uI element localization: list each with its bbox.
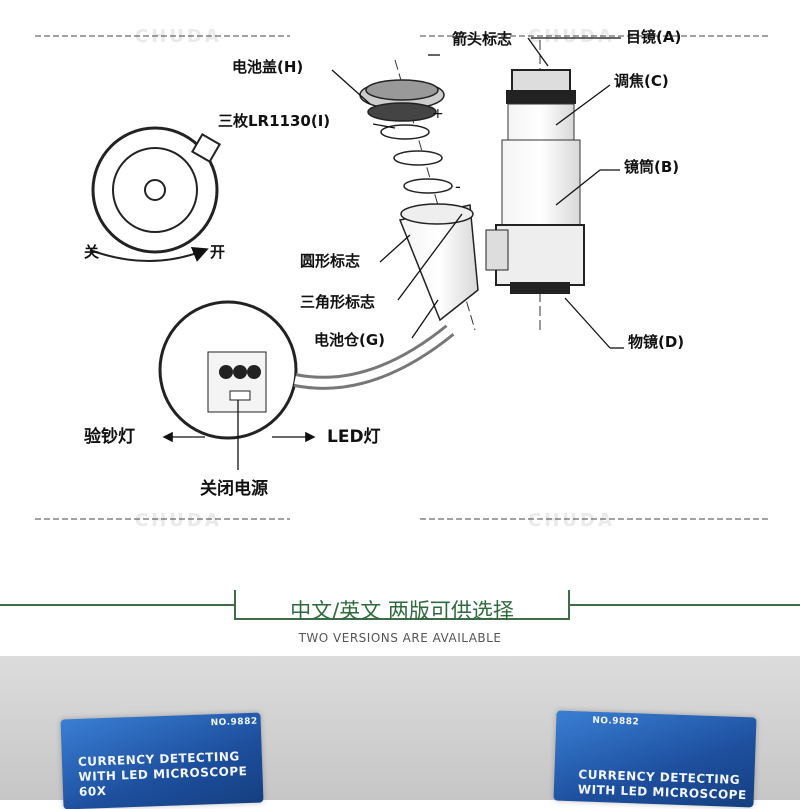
- box-model: NO.9882: [592, 715, 640, 728]
- label-circle-mark: 圆形标志: [300, 252, 361, 270]
- label-power-off: 关闭电源: [200, 479, 268, 499]
- label-open: 开: [210, 243, 226, 261]
- product-box-right: NO.9882 CURRENCY DETECTING WITH LED MICR…: [553, 710, 757, 808]
- box-model: NO.9882: [210, 716, 258, 729]
- label-led-light: LED灯: [327, 427, 381, 447]
- label-close: 关: [84, 243, 100, 261]
- plus-sign: +: [432, 106, 444, 122]
- battery-stack: [359, 59, 479, 331]
- label-objective: 物镜(D): [628, 333, 685, 351]
- watermark: CHUDA: [135, 510, 222, 531]
- product-box-left: NO.9882 CURRENCY DETECTING WITH LED MICR…: [60, 712, 264, 809]
- diagram-drawing: + -: [35, 35, 770, 520]
- minus-sign: -: [455, 177, 461, 196]
- label-batteries: 三枚LR1130(I): [218, 112, 331, 130]
- product-photo: NO.9882 CURRENCY DETECTING WITH LED MICR…: [0, 656, 800, 809]
- label-focus: 调焦(C): [614, 72, 669, 90]
- label-uv-light: 验钞灯: [84, 427, 135, 447]
- power-dial: [89, 126, 222, 262]
- label-barrel: 镜筒(B): [624, 158, 680, 176]
- label-battery-compartment: 电池仓(G): [314, 331, 386, 349]
- banner-subtitle: TWO VERSIONS ARE AVAILABLE: [298, 631, 502, 645]
- label-arrow-mark: 箭头标志: [452, 30, 513, 48]
- box-line-3: 60X: [78, 783, 107, 799]
- label-battery-cover: 电池盖(H): [232, 58, 304, 76]
- watermark: CHUDA: [528, 510, 615, 531]
- watermark: CHUDA: [135, 26, 222, 47]
- microscope-body: [485, 40, 585, 330]
- banner-frame: [234, 590, 570, 620]
- label-eyepiece: 目镜(A): [626, 28, 682, 46]
- label-triangle-mark: 三角形标志: [300, 293, 376, 311]
- banner-title: 中文/英文 两版可供选择: [290, 599, 514, 623]
- microscope-diagram: CHUDA CHUDA CHUDA CHUDA: [35, 26, 770, 531]
- magnified-view: [158, 300, 455, 440]
